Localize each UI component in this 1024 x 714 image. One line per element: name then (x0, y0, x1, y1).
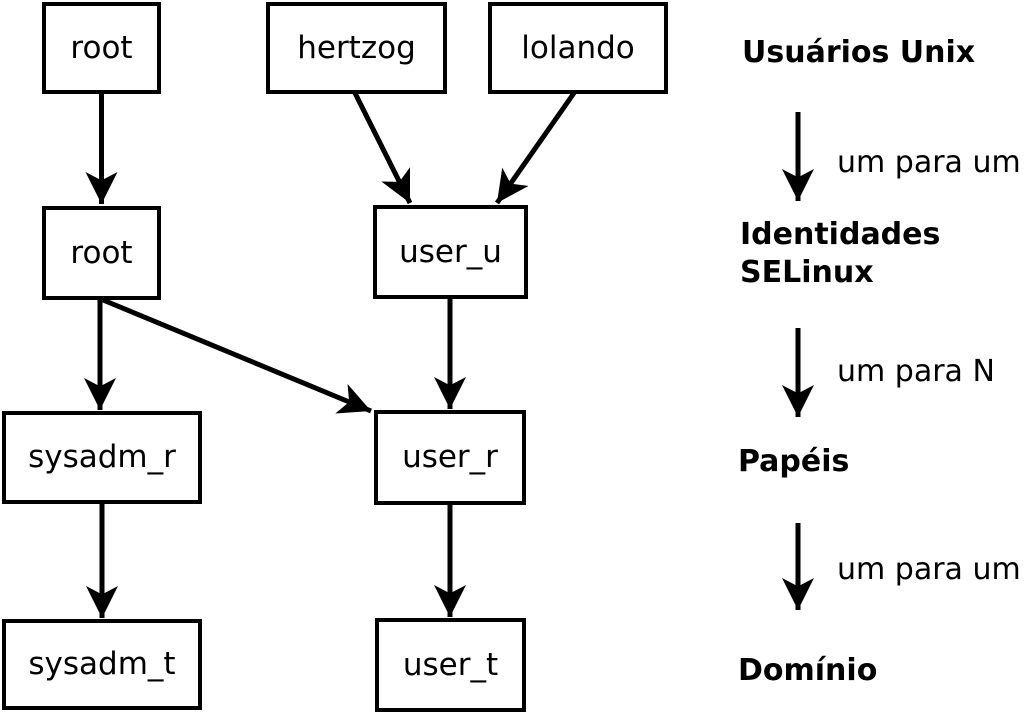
arrow-hertzog-to-user-u (352, 91, 413, 205)
node-user-u-label: user_u (399, 233, 502, 270)
node-sysadm-r: sysadm_r (2, 411, 202, 504)
node-root-identity: root (42, 206, 161, 300)
node-user-t: user_t (375, 618, 526, 712)
legend-selinux-identities-line2: SELinux (740, 255, 874, 290)
node-user-u: user_u (373, 205, 528, 299)
node-user-r: user_r (374, 410, 526, 505)
legend-one-to-one-label-2: um para um (837, 552, 1021, 587)
legend-one-to-one-label-1: um para um (837, 145, 1021, 180)
node-lolando: lolando (488, 2, 668, 94)
node-user-t-label: user_t (402, 646, 499, 683)
node-root-unix: root (42, 2, 161, 94)
arrow-lolando-to-user-u (494, 91, 577, 205)
node-root-unix-label: root (70, 29, 133, 66)
node-hertzog: hertzog (266, 2, 447, 94)
node-sysadm-t-label: sysadm_t (28, 646, 176, 682)
arrow-root-to-user-r (102, 297, 372, 414)
node-sysadm-r-label: sysadm_r (28, 439, 176, 475)
node-user-r-label: user_r (402, 439, 498, 475)
node-root-identity-label: root (70, 234, 133, 271)
legend-selinux-identities: Identidades SELinux (740, 216, 940, 292)
legend-one-to-n-label: um para N (837, 354, 995, 389)
legend-roles: Papéis (738, 444, 850, 479)
legend-selinux-identities-line1: Identidades (740, 217, 941, 252)
node-lolando-label: lolando (521, 29, 635, 66)
legend-domain: Domínio (738, 653, 878, 688)
legend-unix-users: Usuários Unix (742, 35, 976, 70)
node-hertzog-label: hertzog (297, 29, 416, 66)
node-sysadm-t: sysadm_t (2, 619, 202, 710)
